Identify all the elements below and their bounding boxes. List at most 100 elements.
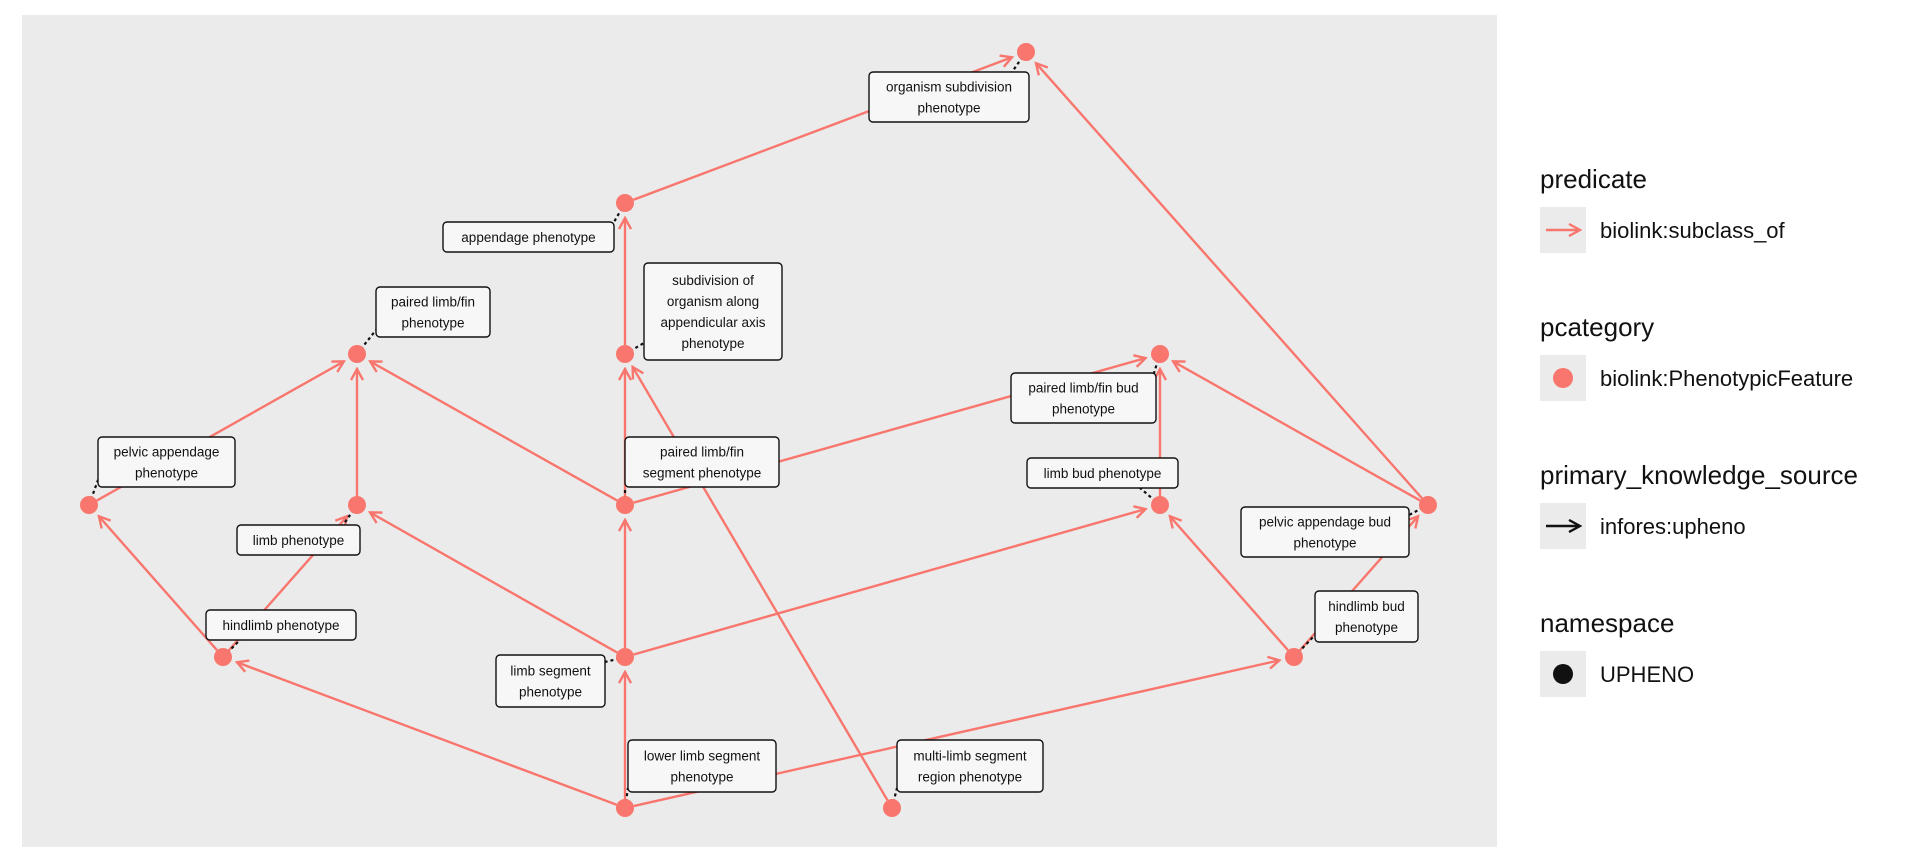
node-label-text: pelvic appendage bud: [1259, 515, 1391, 530]
node-appendage: [616, 194, 634, 212]
node-label-text: paired limb/fin bud: [1028, 381, 1138, 396]
legend: predicate biolink:subclass_of pcategory …: [1540, 164, 1858, 697]
legend-namespace: namespace UPHENO: [1540, 608, 1694, 697]
label-box: [375, 286, 491, 338]
label-box: [624, 436, 780, 488]
black-dot-icon: [1553, 664, 1573, 684]
node-label-text: subdivision of: [672, 273, 754, 288]
node-hindlimb: [214, 648, 232, 666]
node-label-text: phenotype: [681, 336, 744, 351]
node-limb_segment: [616, 648, 634, 666]
node-multi_limb_segment: [883, 799, 901, 817]
legend-pcategory: pcategory biolink:PhenotypicFeature: [1540, 312, 1853, 401]
node-label-text: phenotype: [917, 101, 980, 116]
edge-limb_segment-to-limb_bud: [633, 509, 1146, 656]
labels-layer: organism subdivision phenotype appendage p…: [97, 71, 1419, 793]
node-label-text: paired limb/fin: [391, 295, 475, 310]
node-label-text: organism subdivision: [886, 80, 1012, 95]
node-label-pelvic_appendage: pelvic appendage phenotype: [97, 436, 236, 488]
node-label-paired_limb_fin_segment: paired limb/fin segment phenotype: [624, 436, 780, 488]
node-limb: [348, 496, 366, 514]
node-lower_limb_segment: [616, 799, 634, 817]
node-label-text: phenotype: [401, 316, 464, 331]
node-label-text: phenotype: [670, 770, 733, 785]
node-label-multi_limb_segment: multi-limb segment region phenotype: [896, 739, 1044, 793]
legend-item-predicate: biolink:subclass_of: [1600, 218, 1786, 243]
node-label-hindlimb: hindlimb phenotype: [205, 609, 357, 641]
label-box: [643, 262, 783, 361]
node-label-limb_bud: limb bud phenotype: [1026, 457, 1179, 489]
label-box: [97, 436, 236, 488]
node-label-organism_subdivision: organism subdivision phenotype: [868, 71, 1030, 123]
node-label-text: region phenotype: [918, 770, 1022, 785]
node-label-text: hindlimb bud: [1328, 599, 1405, 614]
node-label-text: limb phenotype: [253, 533, 345, 548]
label-leader-hindlimb: [222, 639, 241, 658]
node-label-text: phenotype: [1052, 402, 1115, 417]
node-pelvic_appendage: [80, 496, 98, 514]
legend-predicate: predicate biolink:subclass_of: [1540, 164, 1786, 253]
legend-title-namespace: namespace: [1540, 608, 1674, 638]
label-box: [868, 71, 1030, 123]
label-box: [1240, 506, 1410, 558]
node-label-limb: limb phenotype: [236, 524, 361, 556]
edge-hindlimb-to-pelvic_appendage: [99, 516, 218, 651]
label-box: [1314, 590, 1419, 643]
label-box: [495, 654, 606, 708]
node-label-pelvic_appendage_bud: pelvic appendage bud phenotype: [1240, 506, 1410, 558]
node-dot-icon: [1553, 368, 1573, 388]
label-box: [896, 739, 1044, 793]
legend-title-predicate: predicate: [1540, 164, 1647, 194]
node-hindlimb_bud: [1285, 648, 1303, 666]
label-box: [1026, 457, 1179, 489]
legend-title-primary-knowledge-source: primary_knowledge_source: [1540, 460, 1858, 490]
node-label-text: lower limb segment: [644, 749, 761, 764]
node-label-text: appendicular axis: [660, 315, 765, 330]
edge-pelvic_appendage_bud-to-organism_subdivision: [1036, 63, 1423, 500]
label-box: [627, 739, 777, 793]
label-leader-paired_limb_fin: [356, 329, 377, 355]
node-label-lower_limb_segment: lower limb segment phenotype: [627, 739, 777, 793]
node-label-limb_segment: limb segment phenotype: [495, 654, 606, 708]
legend-item-namespace: UPHENO: [1600, 662, 1694, 687]
plot-panel: [22, 15, 1497, 847]
edge-lower_limb_segment-to-hindlimb: [237, 662, 618, 806]
node-label-text: phenotype: [135, 466, 198, 481]
label-leader-organism_subdivision: [1011, 51, 1027, 73]
node-organism_subdivision: [1017, 43, 1035, 61]
node-label-text: multi-limb segment: [913, 749, 1027, 764]
node-label-text: phenotype: [1293, 536, 1356, 551]
edge-hindlimb_bud-to-limb_bud: [1170, 516, 1289, 651]
node-subdivision_appendicular: [616, 345, 634, 363]
label-leader-limb: [342, 504, 358, 526]
legend-item-pcategory: biolink:PhenotypicFeature: [1600, 366, 1853, 391]
label-box: [205, 609, 357, 641]
label-box: [236, 524, 361, 556]
edge-pelvic_appendage_bud-to-paired_limb_fin_bud: [1173, 361, 1421, 502]
label-box: [442, 221, 615, 253]
node-label-text: phenotype: [519, 685, 582, 700]
node-label-text: limb bud phenotype: [1044, 466, 1162, 481]
node-label-text: pelvic appendage: [114, 445, 220, 460]
label-leader-appendage: [613, 202, 626, 223]
node-label-paired_limb_fin: paired limb/fin phenotype: [375, 286, 491, 338]
node-label-text: segment phenotype: [643, 466, 762, 481]
node-pelvic_appendage_bud: [1419, 496, 1437, 514]
nodes-layer: [80, 43, 1437, 817]
label-leader-subdivision_appendicular: [624, 342, 645, 355]
label-box: [1010, 372, 1157, 424]
edge-limb_segment-to-limb: [370, 512, 618, 654]
node-paired_limb_fin_segment: [616, 496, 634, 514]
node-label-text: phenotype: [1335, 620, 1398, 635]
node-label-appendage: appendage phenotype: [442, 221, 615, 253]
label-leader-pelvic_appendage: [87, 479, 100, 506]
leaders-layer: [87, 51, 1429, 809]
node-label-text: paired limb/fin: [660, 445, 744, 460]
label-leader-limb_bud: [1139, 487, 1161, 506]
edge-paired_limb_fin_segment-to-paired_limb_fin: [370, 361, 618, 502]
node-paired_limb_fin_bud: [1151, 345, 1169, 363]
legend-primary-knowledge-source: primary_knowledge_source infores:upheno: [1540, 460, 1858, 549]
node-label-text: limb segment: [510, 664, 591, 679]
